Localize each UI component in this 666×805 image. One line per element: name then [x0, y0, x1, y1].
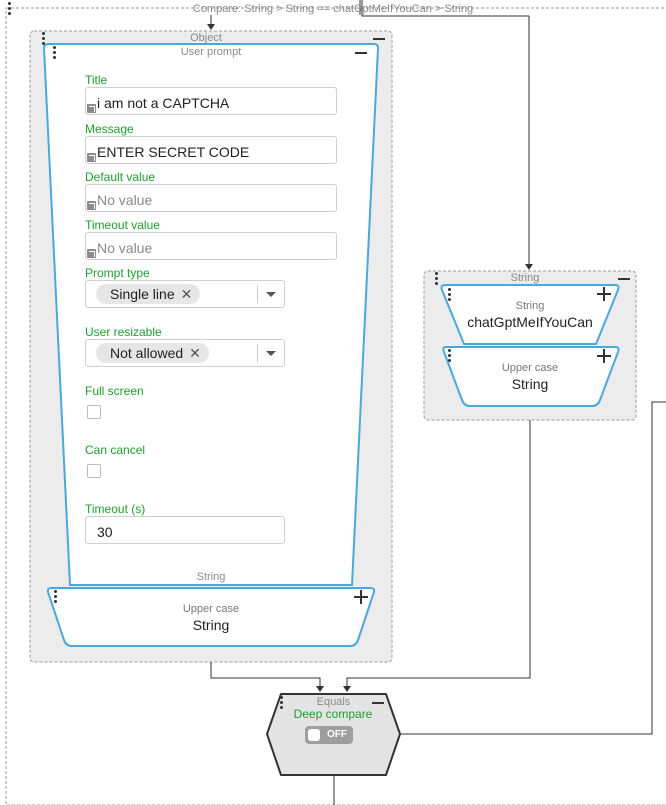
timeout-value-field[interactable]: No value	[85, 232, 337, 260]
deep-compare-label: Deep compare	[293, 707, 373, 721]
user-prompt-collapse-icon[interactable]	[355, 52, 367, 54]
string-node-menu-icon[interactable]	[447, 288, 453, 302]
string-node-add-icon[interactable]	[597, 287, 611, 301]
can-cancel-checkbox[interactable]	[87, 464, 101, 478]
connector-equals-out-right	[399, 401, 666, 735]
arrow-equals-in-1	[316, 686, 324, 692]
object-group-menu-icon[interactable]	[41, 32, 47, 46]
user-prompt-menu-icon[interactable]	[52, 46, 58, 60]
object-group-title: Object	[190, 32, 222, 44]
user-resizable-select[interactable]: Not allowed ✕	[85, 339, 285, 367]
select-divider	[257, 344, 258, 362]
full-screen-label: Full screen	[85, 384, 144, 398]
timeout-seconds-value: 30	[97, 524, 113, 540]
can-cancel-label: Can cancel	[85, 443, 146, 457]
equals-title: Equals	[316, 696, 351, 708]
string-group-title: String	[510, 272, 540, 284]
link-arrow-icon	[87, 249, 96, 258]
equals-collapse-icon[interactable]	[372, 702, 384, 704]
string-upper-subtitle: Upper case	[501, 362, 559, 374]
user-prompt-output-type: String	[196, 571, 226, 583]
user-prompt-title: User prompt	[180, 46, 242, 58]
title-field[interactable]: i am not a CAPTCHA	[85, 87, 337, 115]
string-node-value: chatGptMeIfYouCan	[467, 314, 593, 330]
connector-string-to-equals	[346, 420, 531, 688]
connector-outer-to-string	[361, 0, 530, 266]
object-upper-add-icon[interactable]	[354, 590, 368, 604]
connector-object-to-equals	[210, 662, 321, 688]
string-group-collapse-icon[interactable]	[618, 278, 630, 280]
string-upper-type: String	[511, 376, 549, 392]
link-arrow-icon	[87, 201, 96, 210]
outer-compare-frame	[5, 7, 666, 805]
arrow-string-in	[525, 264, 533, 270]
close-icon[interactable]: ✕	[189, 345, 201, 361]
object-upper-type: String	[192, 617, 230, 633]
default-value-field[interactable]: No value	[85, 184, 337, 212]
timeout-seconds-label: Timeout (s)	[85, 502, 146, 516]
object-upper-node-shape	[46, 587, 376, 647]
link-arrow-icon	[87, 153, 96, 162]
title-value: i am not a CAPTCHA	[97, 95, 230, 111]
string-group-menu-icon[interactable]	[434, 272, 440, 286]
prompt-type-label: Prompt type	[85, 266, 150, 280]
default-value-label: Default value	[85, 170, 156, 184]
object-upper-subtitle: Upper case	[182, 603, 240, 615]
arrow-object-in	[207, 24, 215, 30]
string-node-shape	[440, 284, 620, 345]
object-upper-menu-icon[interactable]	[53, 590, 59, 604]
string-upper-menu-icon[interactable]	[447, 349, 453, 363]
user-resizable-chip-label: Not allowed	[110, 345, 184, 361]
string-node-subtitle: String	[515, 300, 545, 312]
prompt-type-chip-label: Single line	[110, 286, 175, 302]
link-arrow-icon	[87, 104, 96, 113]
prompt-type-chip: Single line ✕	[96, 284, 201, 304]
string-upper-node-shape	[442, 346, 620, 407]
timeout-seconds-field[interactable]: 30	[85, 516, 285, 544]
outer-frame-title: Compare: String > String == chatGptMeIfY…	[192, 3, 474, 15]
user-prompt-node-shape	[42, 43, 380, 586]
caret-down-icon[interactable]	[266, 351, 276, 356]
caret-down-icon[interactable]	[266, 292, 276, 297]
user-resizable-chip: Not allowed ✕	[96, 343, 209, 363]
timeout-value-placeholder: No value	[97, 240, 153, 256]
title-label: Title	[85, 73, 108, 87]
toggle-knob	[308, 729, 320, 741]
outer-menu-icon[interactable]	[7, 2, 13, 16]
message-field[interactable]: ENTER SECRET CODE	[85, 136, 337, 164]
select-divider	[257, 285, 258, 303]
default-value-placeholder: No value	[97, 192, 153, 208]
close-icon[interactable]: ✕	[180, 286, 193, 302]
string-upper-add-icon[interactable]	[597, 349, 611, 363]
arrow-equals-in-2	[343, 686, 351, 692]
object-group-collapse-icon[interactable]	[373, 38, 385, 40]
deep-compare-toggle[interactable]: OFF	[305, 726, 353, 744]
message-value: ENTER SECRET CODE	[97, 144, 250, 160]
message-label: Message	[85, 122, 134, 136]
full-screen-checkbox[interactable]	[87, 405, 101, 419]
user-resizable-label: User resizable	[85, 325, 162, 339]
toggle-text: OFF	[327, 729, 347, 740]
timeout-value-label: Timeout value	[85, 218, 160, 232]
prompt-type-select[interactable]: Single line ✕	[85, 280, 285, 308]
equals-menu-icon[interactable]	[279, 696, 285, 710]
